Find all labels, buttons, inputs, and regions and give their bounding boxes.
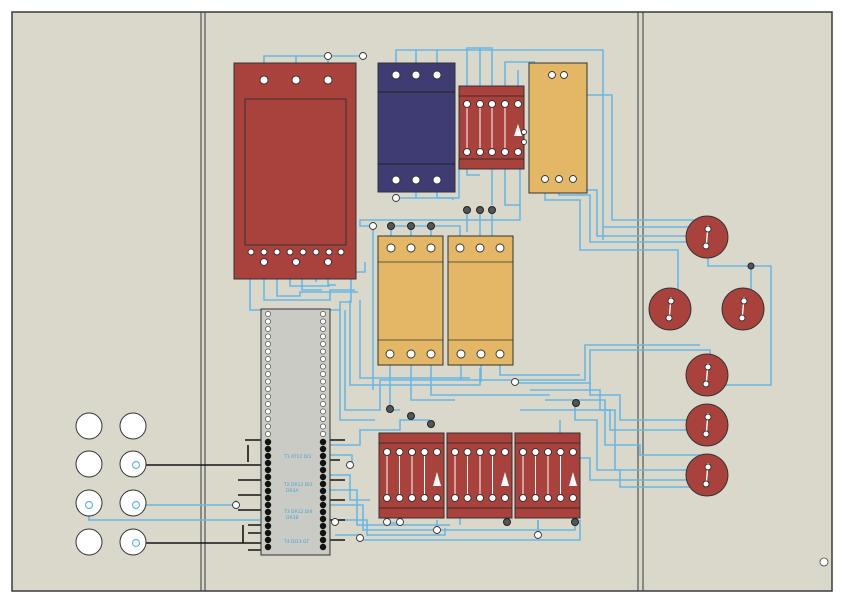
pilot-devices xyxy=(648,215,765,497)
black-wires xyxy=(136,439,345,551)
pilot-device-2 xyxy=(648,287,692,331)
pilot-device-4 xyxy=(685,353,729,397)
junction-terminals-bottom xyxy=(232,399,580,542)
terminal-label-4: T4 DI13 GT xyxy=(283,539,309,545)
pilot-device-5 xyxy=(685,403,729,447)
relay-top xyxy=(458,85,527,170)
door-cutouts xyxy=(75,412,147,556)
timer-module-right xyxy=(447,235,519,386)
terminal-label-3: T3 DR12 DI4 xyxy=(283,509,313,515)
terminal-strip: T1 AT12 DI1 T2 DR12 DI3 DR3A T3 DR12 DI4… xyxy=(260,308,331,556)
relay-bottom-2 xyxy=(446,432,513,519)
terminal-label-2b: DR3A xyxy=(286,488,299,494)
timer-module-left xyxy=(377,235,444,366)
junction-terminals xyxy=(369,206,496,230)
terminal-label-2: T2 DR12 DI3 xyxy=(283,482,313,488)
transformer xyxy=(233,52,367,280)
corner-screw xyxy=(819,557,829,567)
timer-module-top xyxy=(528,62,588,194)
pilot-device-3 xyxy=(721,287,765,331)
relay-bottom-1 xyxy=(378,432,445,519)
relay-bank-bottom xyxy=(378,432,581,519)
contactor-blue xyxy=(377,62,456,202)
relay-bottom-3 xyxy=(514,432,581,519)
pilot-device-6 xyxy=(685,453,729,497)
terminal-label-1: T1 AT12 DI1 xyxy=(283,454,311,460)
terminal-label-3b: DR3B xyxy=(286,515,299,521)
pilot-device-1 xyxy=(685,215,729,259)
